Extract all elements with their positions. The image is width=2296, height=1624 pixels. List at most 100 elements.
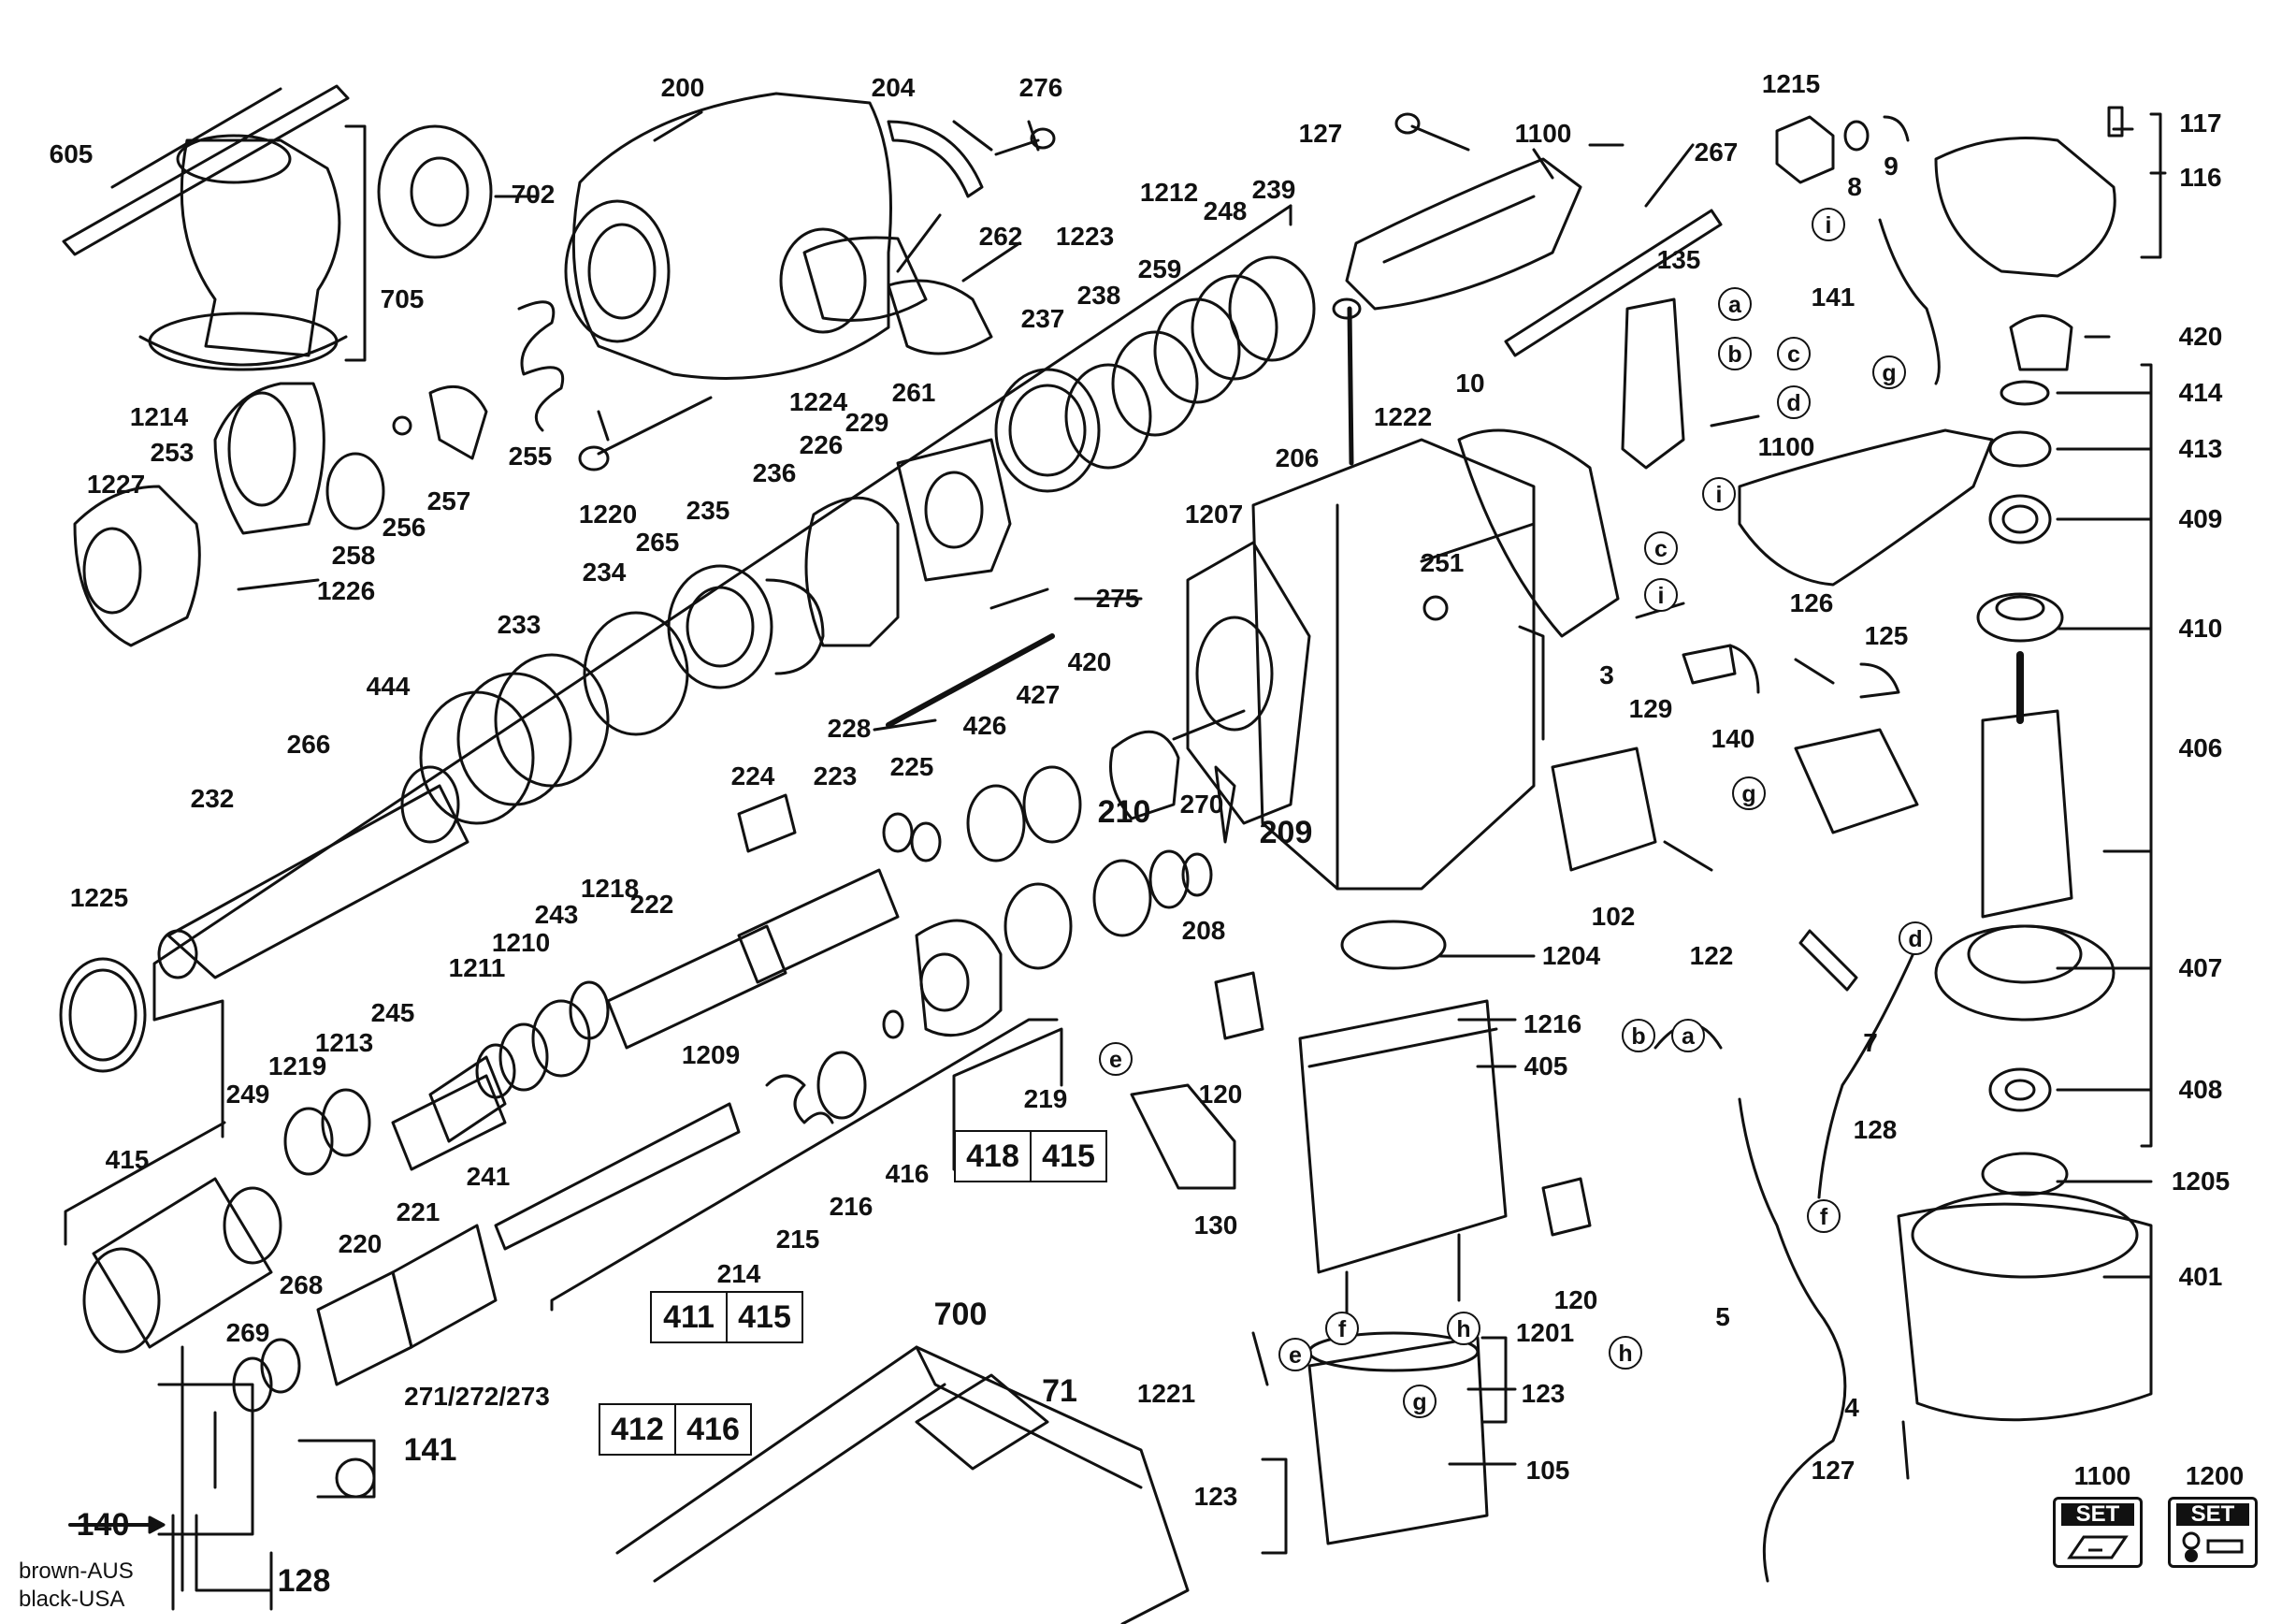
callout-223: 223: [813, 761, 858, 790]
bracket-right-rotor: [2140, 363, 2153, 1148]
gear-housing-200: [571, 92, 892, 380]
bracket-lower-assembly: [152, 999, 224, 1138]
callout-222: 222: [629, 890, 674, 919]
callout-71: 71: [1042, 1373, 1077, 1409]
callout-265: 265: [635, 528, 680, 557]
shaft-214: [494, 1102, 741, 1251]
piston-222: [606, 924, 787, 1050]
callout-3: 3: [1599, 660, 1614, 689]
set-icon-1200: SET: [2168, 1497, 2258, 1568]
callout-1201: 1201: [1515, 1318, 1575, 1347]
kit-412-416: 412 416: [599, 1403, 752, 1456]
connection-letter-i: i: [1644, 578, 1678, 612]
ring-426: [966, 784, 1026, 863]
callout-243: 243: [534, 900, 579, 929]
callout-413: 413: [2178, 434, 2223, 463]
plate-102: [1551, 747, 1657, 872]
connection-letter-c: c: [1777, 337, 1811, 370]
connection-letter-h: h: [1447, 1312, 1480, 1345]
bearing-238: [1064, 363, 1152, 470]
callout-105: 105: [1525, 1456, 1570, 1485]
callout-1227: 1227: [86, 470, 146, 499]
callout-4: 4: [1844, 1393, 1859, 1422]
callout-232: 232: [190, 784, 235, 813]
clip-257: [428, 384, 488, 460]
callout-135: 135: [1656, 245, 1701, 274]
callout-226: 226: [799, 430, 844, 459]
callout-420a: 420: [1067, 647, 1112, 676]
callout-266: 266: [286, 730, 331, 759]
ring-427: [1022, 765, 1082, 844]
callout-128b: 128: [1853, 1115, 1898, 1144]
connection-letter-g: g: [1732, 776, 1766, 810]
cover-116: [1934, 137, 2116, 278]
ring-239: [1228, 255, 1316, 362]
connection-letter-a: a: [1671, 1019, 1705, 1052]
selector-204: [887, 120, 984, 198]
callout-702: 702: [511, 180, 556, 209]
sleeve-415: [92, 1177, 273, 1349]
callout-1100b: 1100: [1757, 432, 1815, 461]
callout-238: 238: [1076, 281, 1121, 310]
callout-239: 239: [1251, 175, 1296, 204]
spindle-232: [166, 784, 469, 979]
ring-237: [994, 368, 1101, 493]
callout-1211: 1211: [448, 953, 506, 982]
callout-208: 208: [1181, 916, 1226, 945]
callout-1216: 1216: [1523, 1009, 1582, 1038]
callout-224: 224: [730, 761, 775, 790]
ring-1225: [59, 957, 147, 1073]
callout-130: 130: [1193, 1211, 1238, 1240]
gear-235: [667, 564, 773, 689]
callout-1215: 1215: [1761, 69, 1821, 98]
bracket-705: [344, 124, 367, 362]
connection-letter-f: f: [1325, 1312, 1359, 1345]
dust-collector-705: [180, 138, 341, 357]
callout-253: 253: [150, 438, 195, 467]
callout-401: 401: [2178, 1262, 2223, 1291]
callout-8: 8: [1847, 172, 1862, 201]
callout-141b: 141: [1811, 283, 1856, 312]
set-number-1200: 1200: [2185, 1461, 2245, 1490]
switch-135: [1621, 297, 1685, 470]
callout-262: 262: [978, 222, 1023, 251]
kit-part: 415: [726, 1293, 801, 1341]
callout-129: 129: [1628, 694, 1673, 723]
callout-258: 258: [331, 541, 376, 570]
callout-1226: 1226: [316, 576, 376, 605]
housing-219: [915, 919, 1003, 1037]
callout-120a: 120: [1198, 1080, 1243, 1109]
motor-cover-401: [1897, 1202, 2153, 1422]
set-badge: SET: [2061, 1503, 2134, 1526]
callout-1210: 1210: [491, 928, 551, 957]
callout-255: 255: [508, 442, 553, 471]
callout-271-272-273: 271/272/273: [404, 1382, 550, 1411]
wire-color-brown: brown-AUS: [19, 1559, 134, 1584]
callout-256: 256: [382, 513, 426, 542]
callout-1220: 1220: [578, 500, 638, 529]
kit-part: 412: [611, 1411, 664, 1447]
cap-702: [377, 124, 493, 259]
kit-part: 415: [1030, 1132, 1105, 1181]
callout-209: 209: [1259, 815, 1313, 850]
motor-housing-206: [1251, 438, 1536, 891]
ring-1204: [1340, 920, 1447, 970]
screw-set-icon: [2182, 1531, 2244, 1562]
bracket-117-116: [2140, 112, 2162, 259]
callout-140a: 140: [76, 1507, 130, 1543]
connection-letter-a: a: [1718, 287, 1752, 321]
armature-406: [1981, 709, 2073, 919]
callout-705: 705: [380, 284, 425, 313]
callout-1100a: 1100: [1514, 119, 1572, 148]
callout-408: 408: [2178, 1075, 2223, 1104]
ring-248: [1191, 274, 1278, 381]
connection-letter-e: e: [1278, 1338, 1312, 1371]
callout-1207: 1207: [1184, 500, 1244, 529]
callout-228: 228: [827, 714, 872, 743]
connection-letter-e: e: [1099, 1042, 1133, 1076]
callout-125: 125: [1864, 621, 1909, 650]
stator-105: [1307, 1336, 1489, 1545]
callout-102: 102: [1591, 902, 1636, 931]
set-icon-1100: SET: [2053, 1497, 2143, 1568]
chuck-cap-1227: [73, 485, 201, 647]
